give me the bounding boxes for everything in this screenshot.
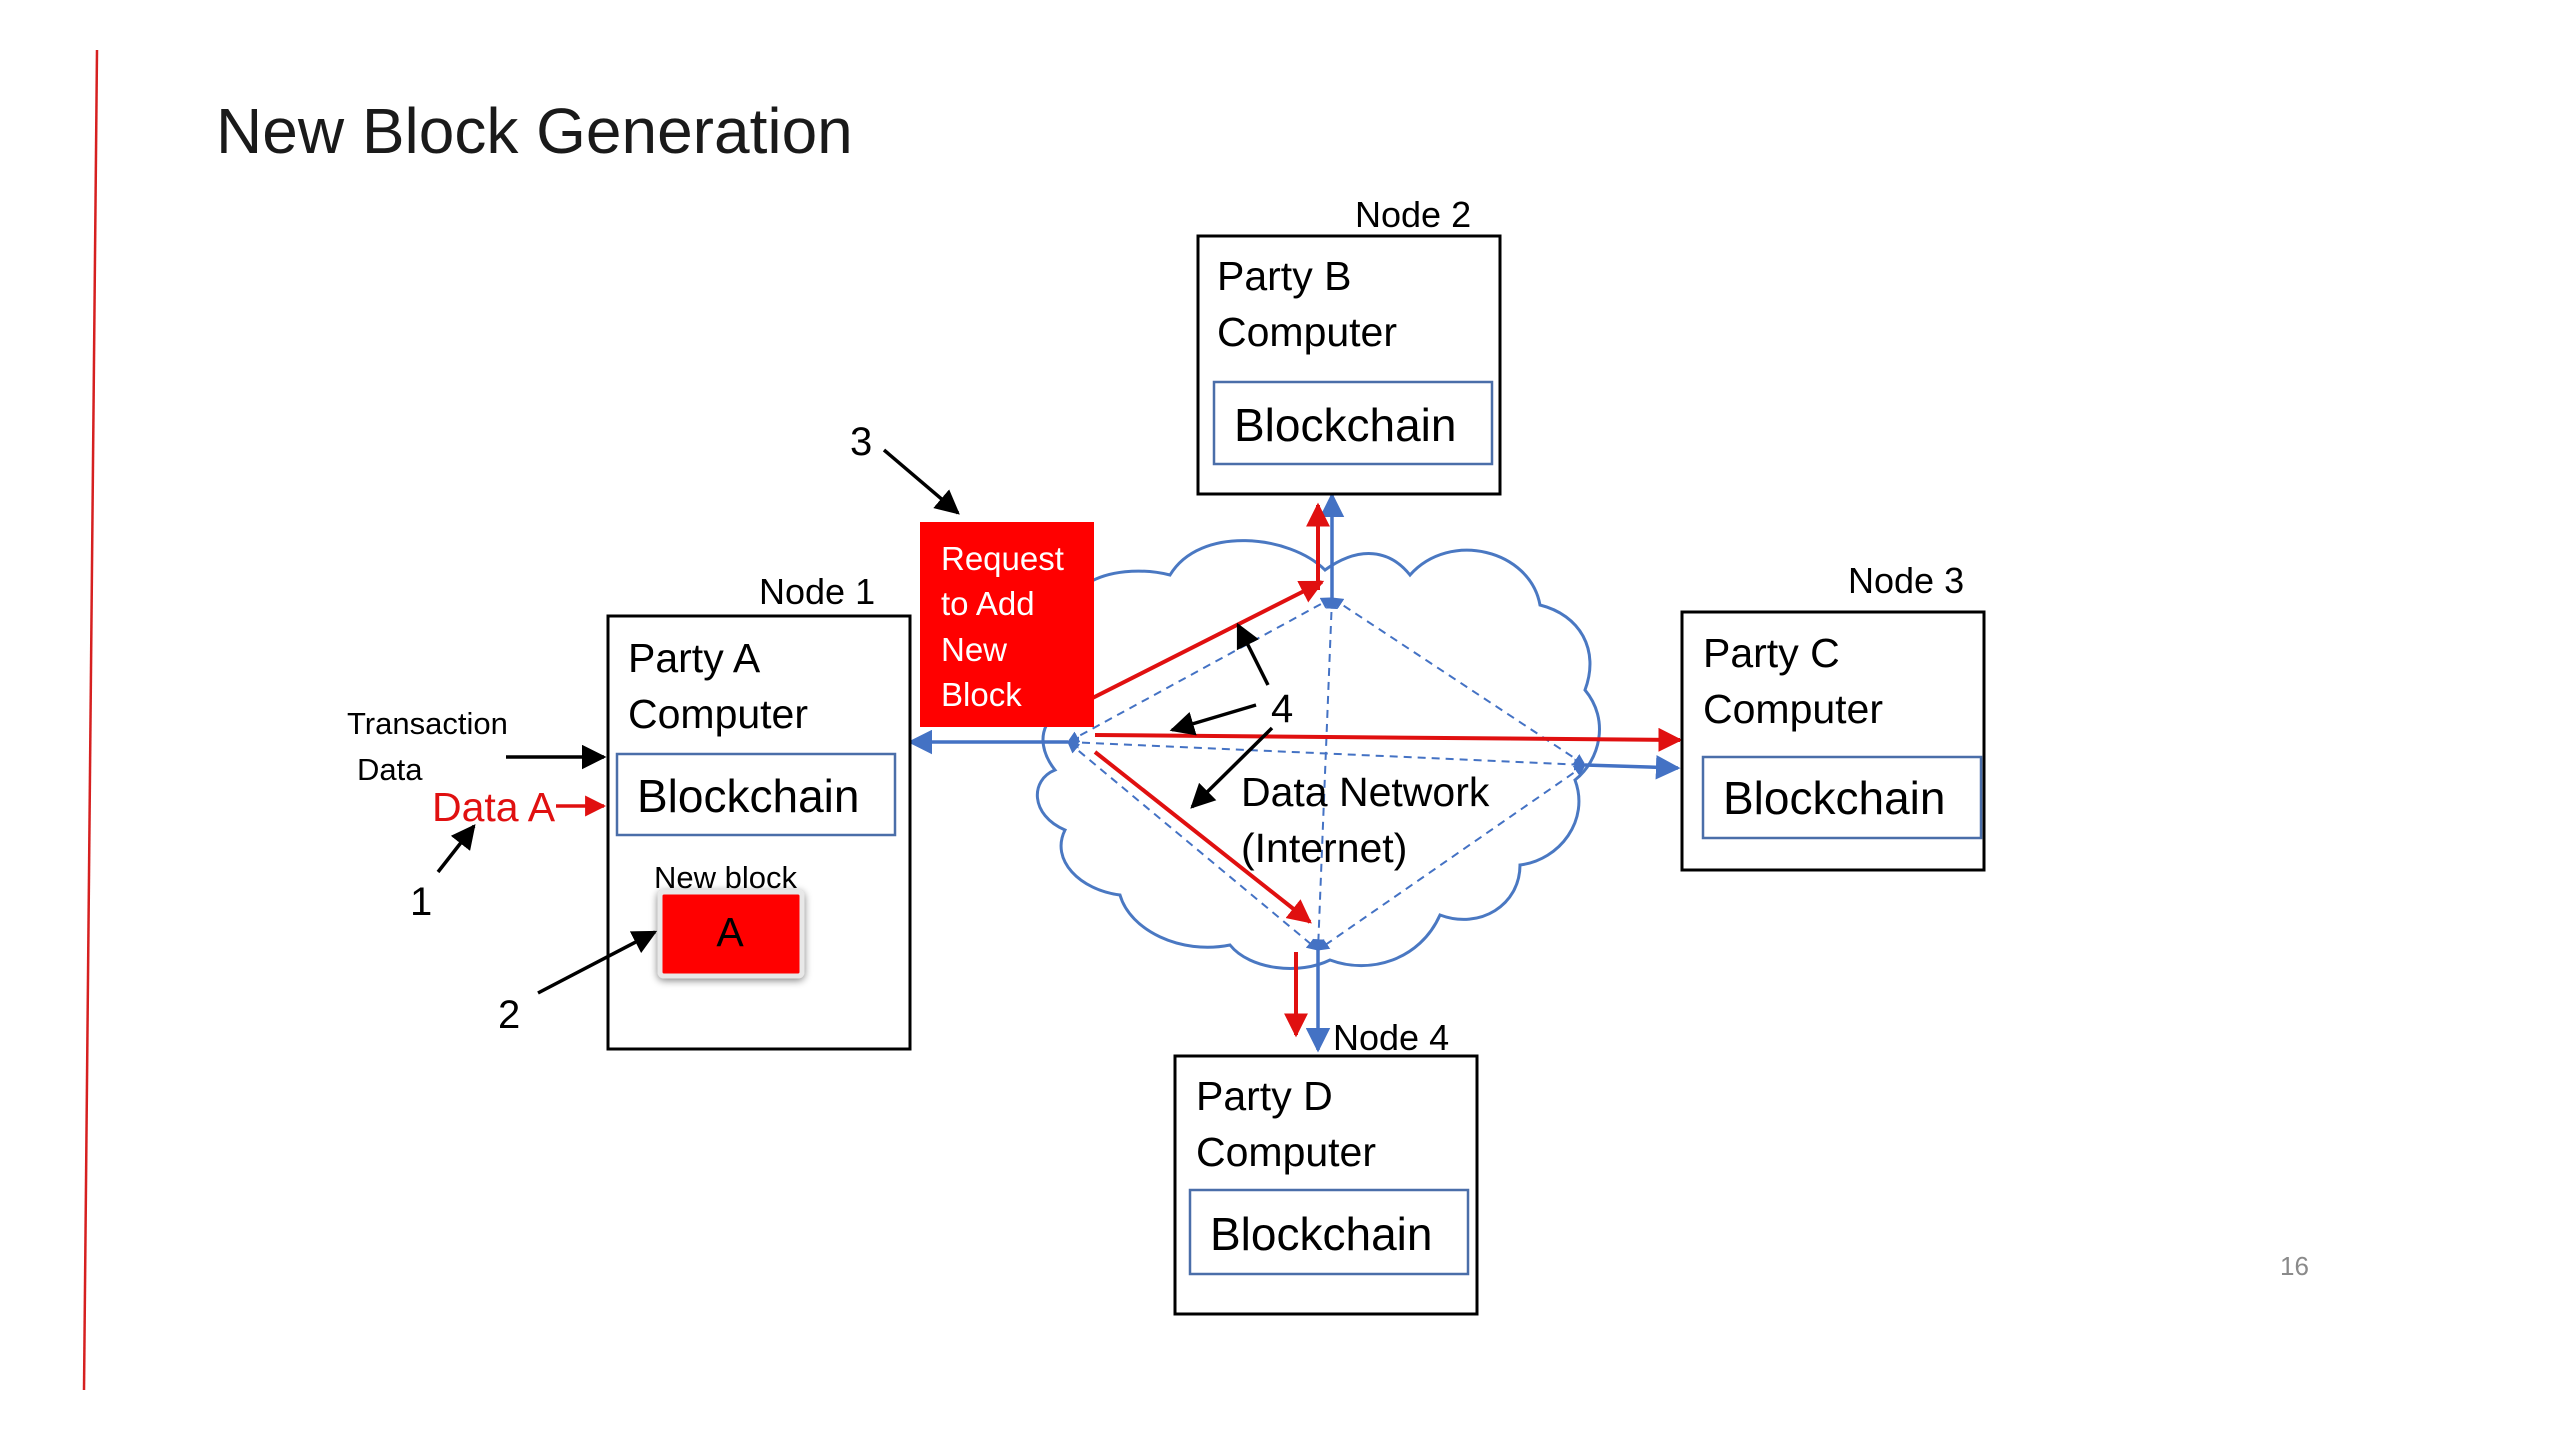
node-1-label: Node 1 bbox=[759, 571, 875, 612]
network-links-blue bbox=[907, 492, 1681, 1053]
request-line-2: to Add bbox=[941, 585, 1035, 622]
step-1-arrow bbox=[436, 824, 476, 874]
node-1-blockchain: Blockchain bbox=[637, 770, 859, 822]
node-3-blockchain-box bbox=[1701, 755, 1983, 840]
transaction-label-line-1: Transaction bbox=[347, 706, 508, 741]
node-2-party: Party B bbox=[1217, 253, 1351, 299]
new-block bbox=[657, 889, 805, 979]
request-line-4: Block bbox=[941, 676, 1022, 713]
step-3-label: 3 bbox=[850, 420, 872, 464]
node-2-label: Node 2 bbox=[1355, 194, 1471, 235]
node-2-blockchain: Blockchain bbox=[1234, 399, 1456, 451]
node-4-blockchain: Blockchain bbox=[1210, 1208, 1432, 1260]
request-line-1: Request bbox=[941, 540, 1064, 577]
new-block-caption: New block bbox=[654, 860, 797, 895]
request-block-box bbox=[920, 522, 1094, 727]
transaction-label-line-2: Data bbox=[357, 752, 423, 787]
node-1-computer: Computer bbox=[628, 691, 808, 737]
step-4-label: 4 bbox=[1271, 687, 1293, 731]
left-accent-line bbox=[82, 49, 99, 1391]
node-4-blockchain-box bbox=[1188, 1188, 1470, 1276]
node-3-label: Node 3 bbox=[1848, 560, 1964, 601]
network-label-line-2: (Internet) bbox=[1241, 825, 1407, 871]
node-3-computer: Computer bbox=[1703, 686, 1883, 732]
node-4-party: Party D bbox=[1196, 1073, 1333, 1119]
slide-title: New Block Generation bbox=[216, 95, 853, 167]
node-4: Node 4 Party D Computer Blockchain bbox=[1173, 1017, 1479, 1316]
new-block-letter: A bbox=[716, 909, 744, 955]
request-block: Request to Add New Block bbox=[920, 522, 1094, 727]
node-3-party: Party C bbox=[1703, 630, 1840, 676]
node-2-computer: Computer bbox=[1217, 309, 1397, 355]
step-2-arrow bbox=[537, 930, 658, 995]
node-1-blockchain-box bbox=[615, 752, 897, 837]
network-label-line-1: Data Network bbox=[1241, 769, 1490, 815]
node-4-label: Node 4 bbox=[1333, 1017, 1449, 1058]
node-3-blockchain: Blockchain bbox=[1723, 772, 1945, 824]
request-line-3: New bbox=[941, 631, 1007, 668]
node-3: Node 3 Party C Computer Blockchain bbox=[1680, 560, 1986, 872]
step-3-arrow bbox=[882, 448, 960, 515]
node-2-blockchain-box bbox=[1212, 380, 1494, 466]
step-4-arrows bbox=[1169, 622, 1274, 809]
data-a-label: Data A bbox=[432, 784, 556, 830]
step-1-label: 1 bbox=[410, 880, 432, 924]
node-4-computer: Computer bbox=[1196, 1129, 1376, 1175]
node-2: Node 2 Party B Computer Blockchain bbox=[1196, 194, 1502, 496]
node-1: Node 1 Party A Computer Blockchain New b… bbox=[606, 571, 912, 1051]
node-1-party: Party A bbox=[628, 635, 761, 681]
step-2-label: 2 bbox=[498, 993, 520, 1037]
page-number: 16 bbox=[2280, 1251, 2309, 1281]
